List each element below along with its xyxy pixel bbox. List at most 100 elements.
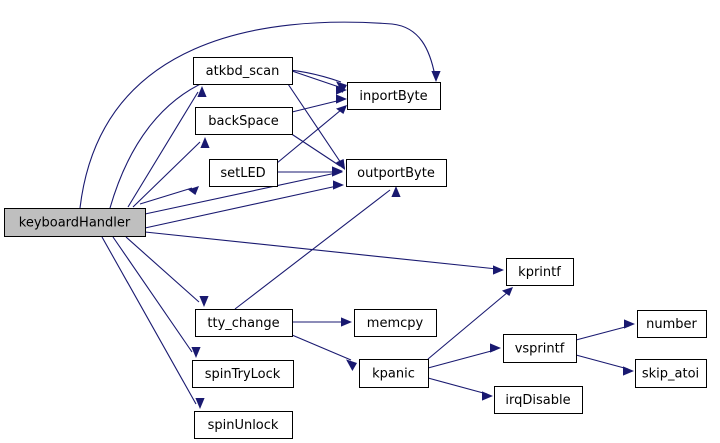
edge-path (575, 325, 630, 341)
node-spinTryLock[interactable]: spinTryLock (192, 360, 294, 388)
node-label: keyboardHandler (19, 216, 131, 231)
edge-path (427, 291, 509, 360)
node-box[interactable] (4, 208, 146, 237)
node-box[interactable] (637, 310, 707, 338)
arrowhead-icon (336, 94, 347, 104)
node-box[interactable] (354, 309, 437, 337)
edge-path (427, 349, 496, 369)
node-label: tty_change (207, 316, 279, 331)
node-box[interactable] (194, 411, 293, 439)
edge-path (79, 21, 436, 209)
edge-keyboardHandler-to-kprintf (144, 231, 504, 275)
arrowhead-icon (333, 180, 344, 190)
node-box[interactable] (195, 309, 293, 337)
edge-path (144, 231, 498, 270)
arrowhead-icon (431, 71, 441, 82)
edge-backSpace-to-inportByte (291, 94, 347, 113)
node-label: kpanic (372, 367, 415, 382)
arrowhead-icon (197, 86, 207, 97)
edge-path (127, 91, 199, 208)
arrowhead-icon (490, 343, 501, 353)
arrowhead-icon (336, 160, 345, 170)
edge-path (125, 236, 200, 303)
node-setLED[interactable]: setLED (209, 159, 278, 187)
edge-tty_change-to-kpanic (291, 334, 357, 371)
node-box[interactable] (359, 359, 429, 388)
arrowhead-icon (188, 186, 199, 195)
node-label: irqDisable (505, 393, 570, 408)
node-irqDisable[interactable]: irqDisable (494, 386, 583, 414)
node-box[interactable] (195, 107, 293, 135)
edge-kpanic-to-vsprintf (427, 343, 501, 369)
node-box[interactable] (635, 359, 707, 388)
arrowhead-icon (624, 319, 635, 329)
node-label: inportByte (359, 89, 427, 104)
edge-kpanic-to-irqDisable (427, 377, 493, 401)
node-number[interactable]: number (637, 310, 707, 338)
edge-keyboardHandler-to-spinTryLock (112, 236, 201, 358)
edge-tty_change-to-outportByte (234, 186, 401, 310)
edge-path (132, 141, 201, 208)
node-label: memcpy (367, 316, 424, 331)
node-keyboardHandler[interactable]: keyboardHandler (4, 208, 146, 237)
node-skip_atoi[interactable]: skip_atoi (635, 359, 707, 388)
node-spinUnlock[interactable]: spinUnlock (194, 411, 293, 439)
arrowhead-icon (191, 347, 201, 358)
edge-path (291, 70, 343, 89)
node-memcpy[interactable]: memcpy (354, 309, 437, 337)
node-tty_change[interactable]: tty_change (195, 309, 293, 337)
edge-atkbd_scan-to-inportByte (291, 70, 347, 95)
node-kprintf[interactable]: kprintf (506, 258, 574, 286)
arrowhead-icon (493, 265, 504, 275)
node-backSpace[interactable]: backSpace (195, 107, 293, 135)
node-box[interactable] (192, 360, 294, 388)
arrowhead-icon (336, 85, 347, 95)
edge-path (291, 99, 342, 113)
arrowhead-icon (336, 81, 347, 93)
node-kpanic[interactable]: kpanic (359, 359, 429, 388)
edge-vsprintf-to-number (575, 319, 635, 341)
edge-keyboardHandler-to-atkbd_scan (127, 86, 207, 208)
edge-path (144, 185, 338, 229)
arrowhead-icon (482, 391, 493, 401)
edge-path (287, 83, 342, 164)
edge-path (575, 354, 629, 370)
edge-keyboardHandler-to-inportByte (109, 68, 347, 209)
arrowhead-icon (332, 167, 343, 177)
node-box[interactable] (503, 334, 577, 363)
node-label: backSpace (208, 114, 279, 129)
node-vsprintf[interactable]: vsprintf (503, 334, 577, 363)
edge-keyboardHandler-to-backSpace (132, 137, 210, 208)
node-box[interactable] (506, 258, 574, 286)
arrowhead-icon (195, 398, 205, 409)
arrowhead-icon (199, 296, 209, 307)
edge-vsprintf-to-skip_atoi (575, 354, 634, 376)
node-box[interactable] (209, 159, 278, 187)
node-label: spinUnlock (208, 418, 279, 433)
arrowhead-icon (502, 287, 513, 296)
node-box[interactable] (346, 159, 447, 187)
edge-backSpace-to-outportByte (289, 132, 345, 170)
nodes-layer: keyboardHandler atkbd_scan inportByte backS… (4, 57, 707, 439)
arrowhead-icon (391, 186, 401, 197)
node-atkbd_scan[interactable]: atkbd_scan (193, 57, 293, 85)
arrowhead-icon (341, 317, 352, 327)
node-box[interactable] (494, 386, 583, 414)
edge-keyboardHandler-to-setLED (139, 186, 199, 205)
edge-tty_change-to-memcpy (292, 317, 352, 327)
node-label: spinTryLock (205, 367, 281, 382)
node-label: outportByte (357, 166, 435, 181)
arrowhead-icon (200, 137, 210, 148)
node-label: skip_atoi (642, 367, 699, 382)
edge-path (291, 334, 352, 361)
edge-path (234, 189, 391, 310)
node-label: kprintf (518, 265, 561, 280)
edge-path (139, 187, 193, 205)
node-box[interactable] (347, 82, 441, 110)
node-inportByte[interactable]: inportByte (347, 82, 441, 110)
node-outportByte[interactable]: outportByte (346, 159, 447, 187)
edge-path (289, 132, 341, 167)
node-box[interactable] (193, 57, 293, 85)
